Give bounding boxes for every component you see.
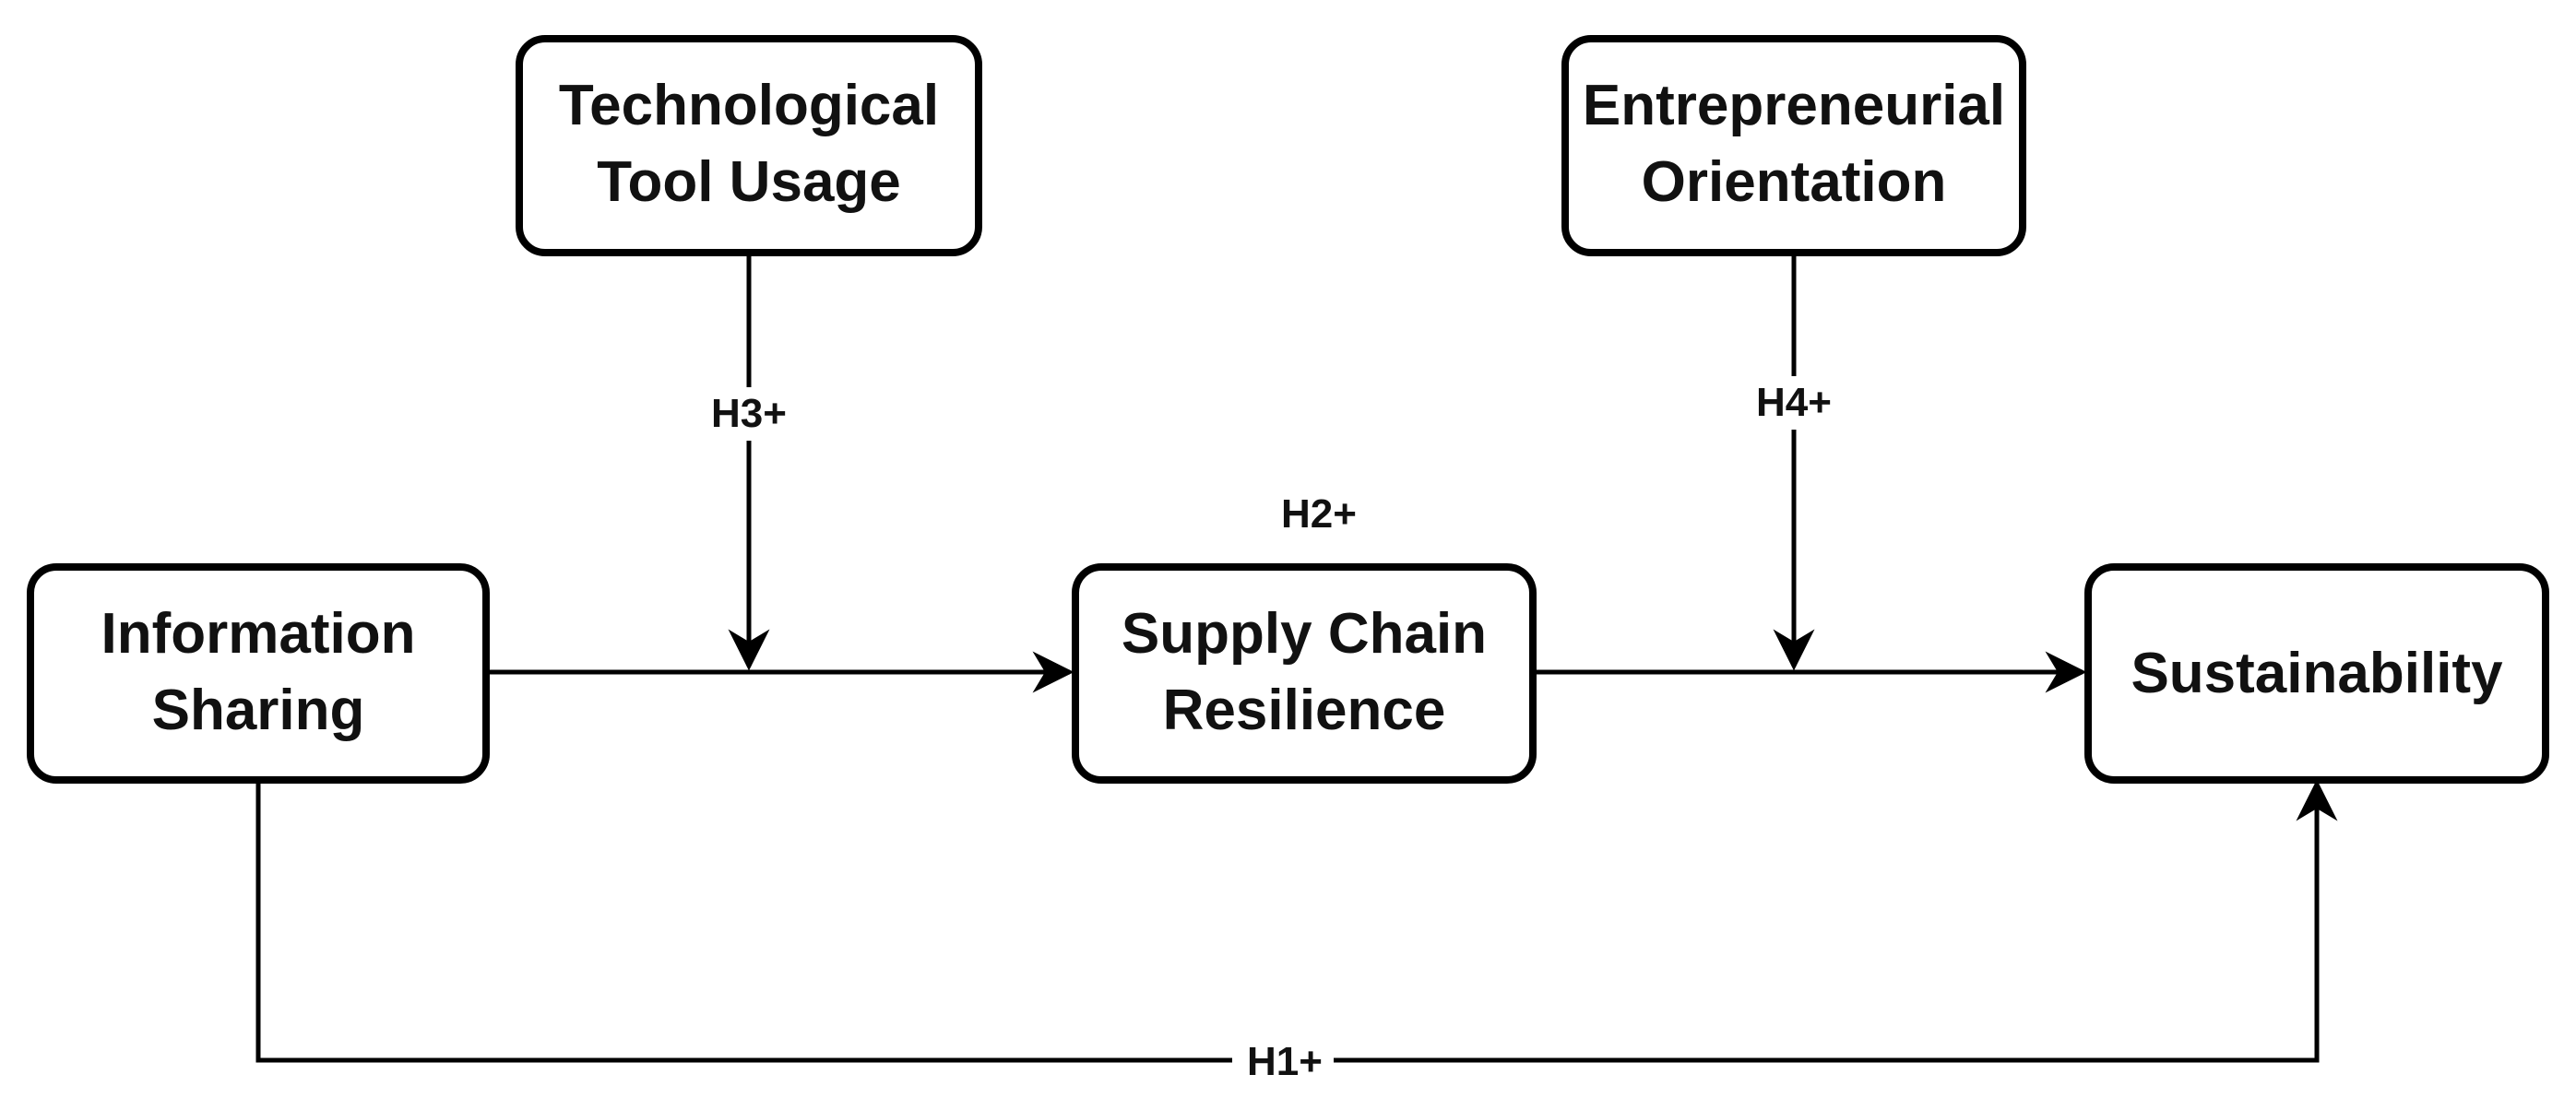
- node-label-line2: Orientation: [1642, 150, 1947, 214]
- node-label-line1: Entrepreneurial: [1583, 74, 2005, 137]
- node-label-line1: Information: [101, 602, 416, 666]
- h2-label: H2+: [1281, 491, 1357, 537]
- node-supply-chain-resilience: Supply Chain Resilience: [1072, 563, 1537, 784]
- node-label-line1: Technological: [559, 74, 939, 137]
- node-information-sharing: Information Sharing: [27, 563, 490, 784]
- node-label-line1: Supply Chain: [1122, 602, 1487, 666]
- node-label-line1: Sustainability: [2131, 642, 2503, 705]
- node-entrepreneurial-orientation: Entrepreneurial Orientation: [1561, 35, 2026, 256]
- edge-information-sharing-to-sustainability: [255, 779, 2338, 1063]
- hypothesis-labels: H3+ H4+ H2+ H1+: [701, 376, 1842, 1086]
- h3-label: H3+: [711, 391, 787, 436]
- node-label-line2: Tool Usage: [597, 150, 901, 214]
- node-label-line2: Sharing: [152, 679, 365, 742]
- node-label-line2: Resilience: [1163, 679, 1446, 742]
- h1-label: H1+: [1247, 1039, 1323, 1084]
- node-technological-tool-usage: Technological Tool Usage: [516, 35, 982, 256]
- node-sustainability: Sustainability: [2084, 563, 2549, 784]
- h4-label: H4+: [1756, 380, 1832, 425]
